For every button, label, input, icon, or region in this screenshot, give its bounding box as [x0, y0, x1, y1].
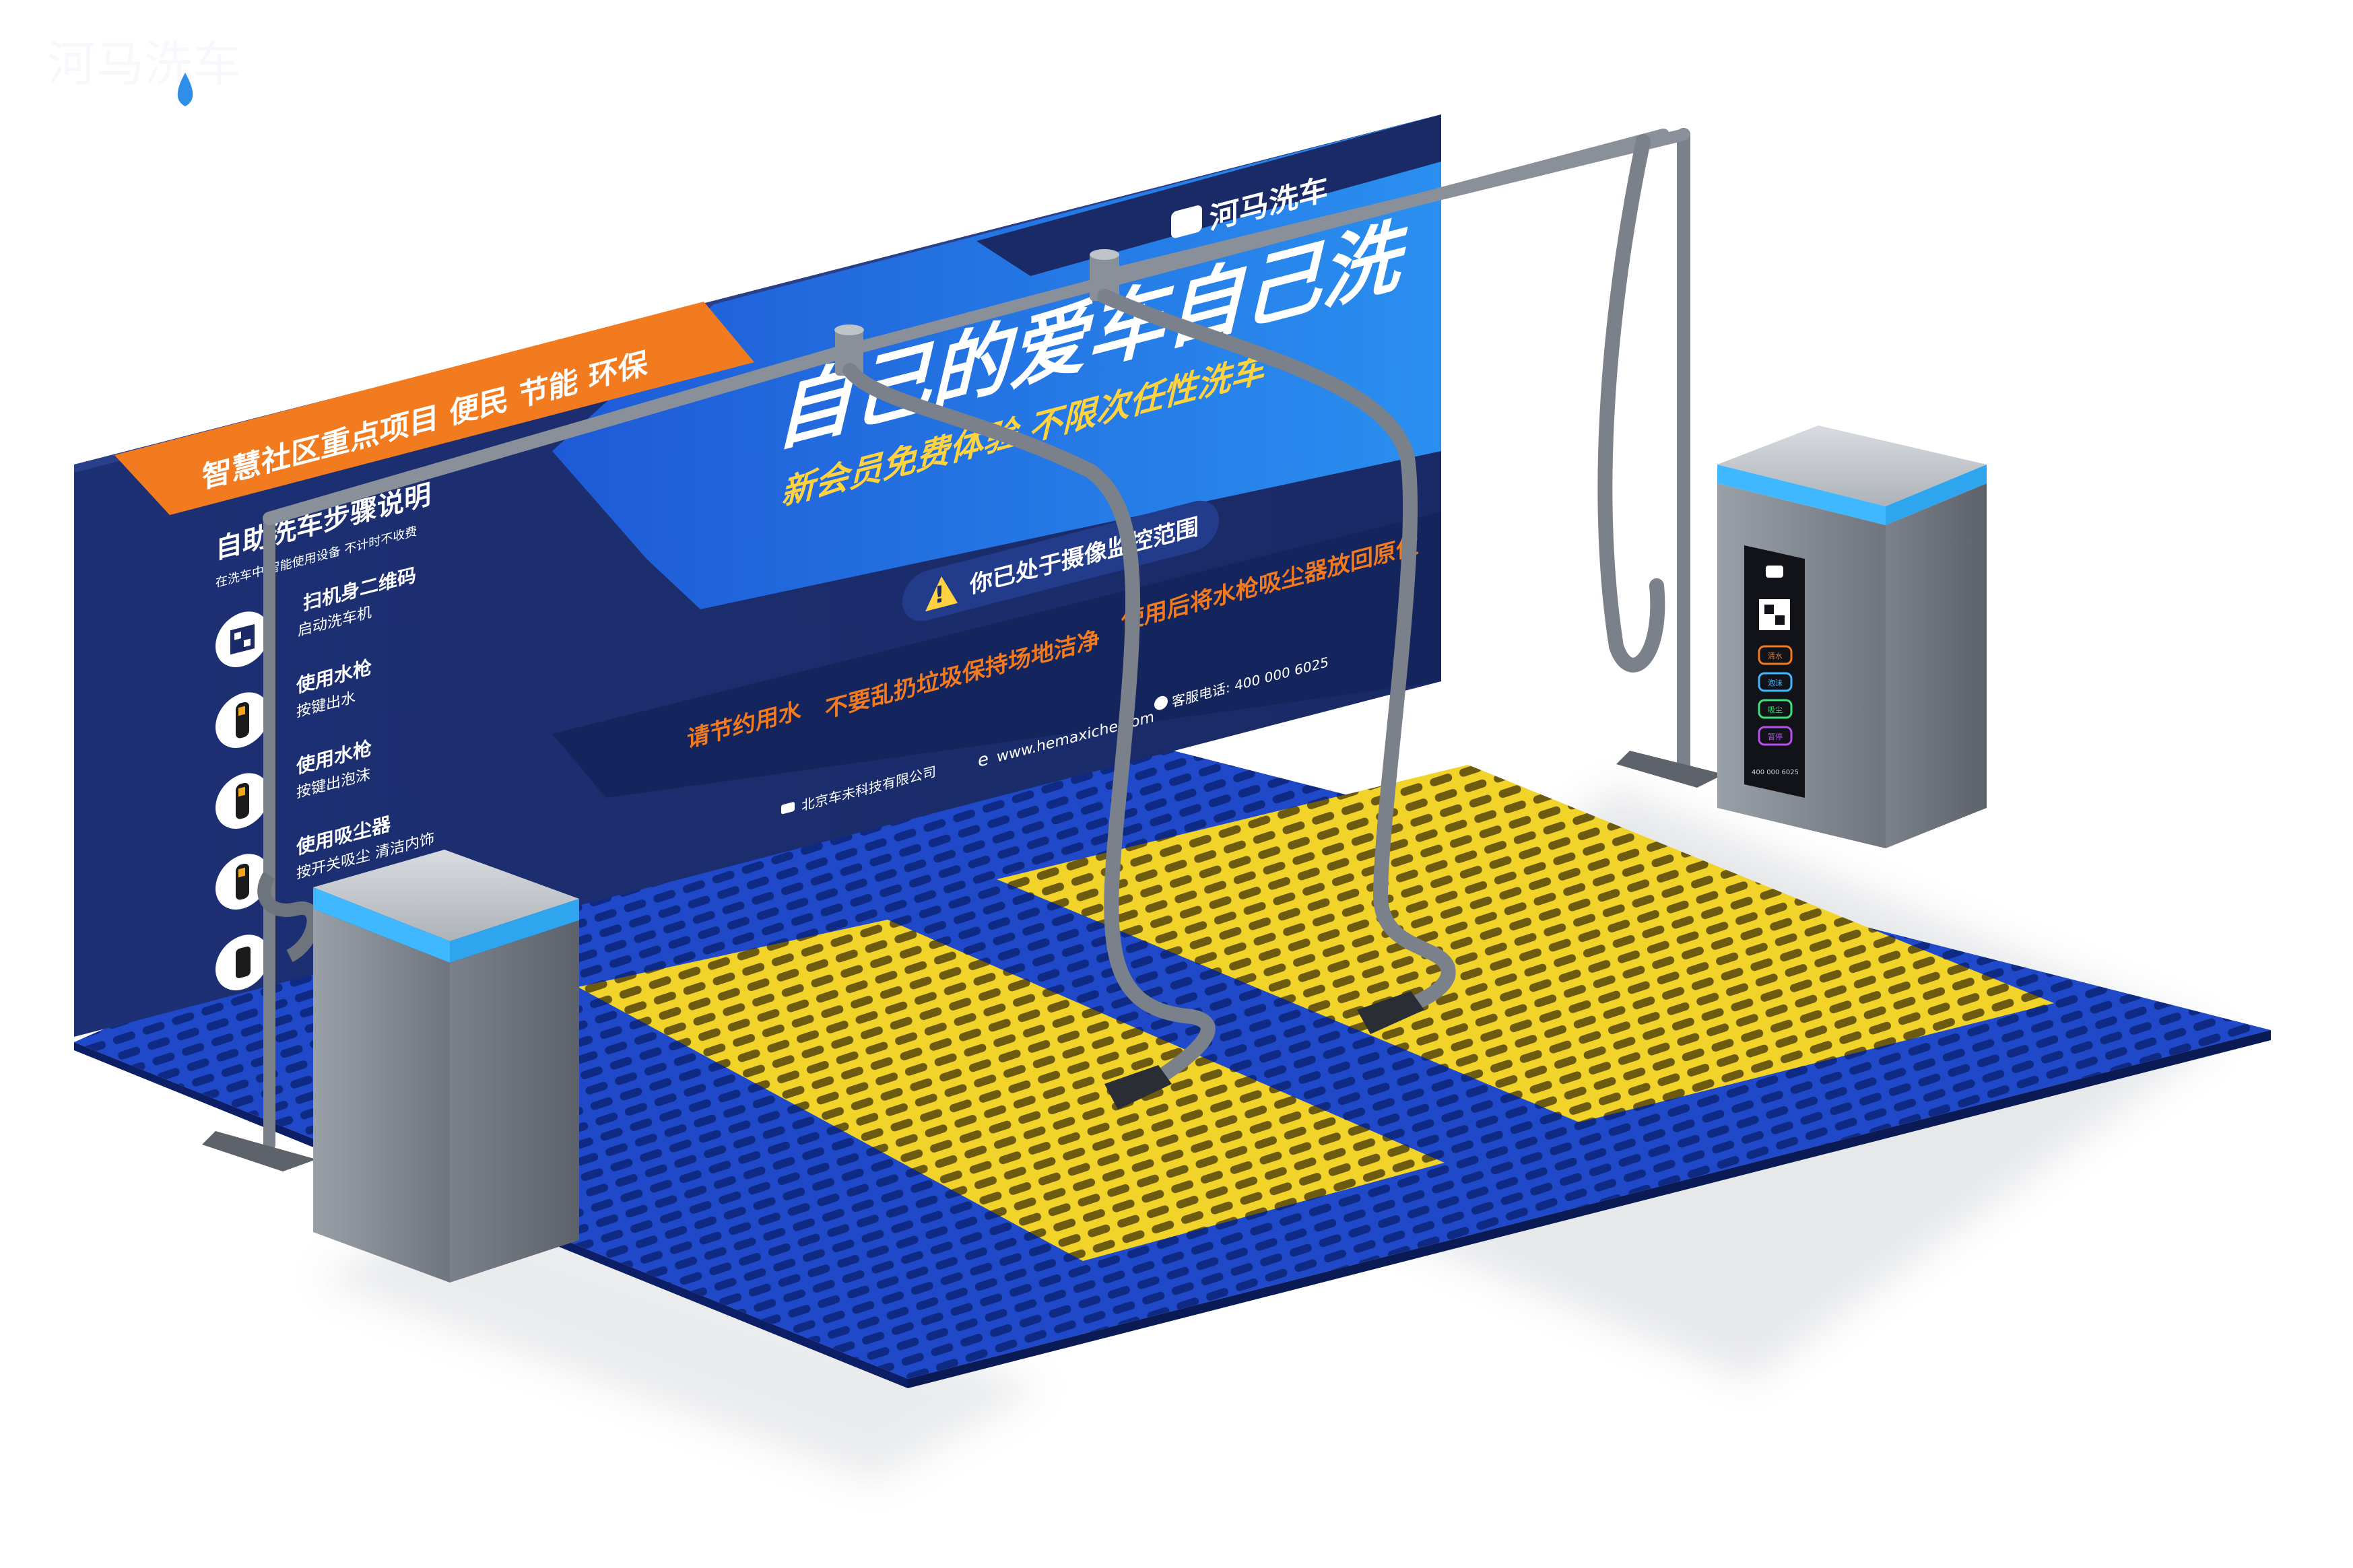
kiosk-button-pause[interactable]	[1758, 726, 1793, 746]
water-drop-icon	[177, 73, 193, 106]
watermark-logo: 河马洗车	[47, 36, 241, 92]
warning-icon	[925, 576, 958, 612]
wash-bay-mat-right	[997, 765, 2054, 1122]
kiosk-control-panel[interactable]: 清水 泡沫 吸尘 暂停 400 000 6025	[1744, 545, 1805, 798]
phone-icon	[1154, 695, 1168, 710]
kiosk-qr-code-icon[interactable]	[1759, 599, 1790, 630]
gantry	[202, 128, 1724, 1171]
vacuum-hose-left	[257, 871, 321, 962]
svg-text:暂停: 暂停	[1768, 732, 1783, 741]
svg-text:泡沫: 泡沫	[1768, 678, 1783, 687]
wash-machine-right[interactable]: 清水 泡沫 吸尘 暂停 400 000 6025	[1717, 425, 1987, 848]
rotary-swivel-right	[1090, 249, 1119, 301]
svg-text:清水: 清水	[1768, 652, 1783, 660]
kiosk-button-foam[interactable]	[1758, 672, 1793, 692]
wash-hose-right	[1097, 289, 1456, 1024]
browser-icon: e	[978, 748, 989, 772]
kiosk-logo-icon	[1766, 566, 1783, 578]
svg-text:河马洗车: 河马洗车	[47, 36, 241, 92]
car-logo-icon	[1171, 205, 1202, 238]
rotary-swivel-left	[834, 325, 864, 376]
spray-nozzle-right	[1357, 991, 1424, 1034]
wash-machine-left[interactable]	[313, 850, 579, 1283]
wash-hose-left	[842, 363, 1216, 1098]
car-small-icon	[781, 802, 795, 815]
svg-text:吸尘: 吸尘	[1768, 706, 1783, 714]
kiosk-buttons[interactable]: 清水 泡沫 吸尘 暂停	[1758, 645, 1793, 746]
wash-bay-mat-left	[578, 920, 1445, 1261]
spray-nozzle-left	[1104, 1065, 1172, 1110]
kiosk-button-vacuum[interactable]	[1758, 699, 1793, 719]
svg-text:!: !	[934, 580, 945, 609]
back-wall	[74, 114, 1441, 1037]
kiosk-footer: 400 000 6025	[1752, 769, 1799, 776]
kiosk-button-water[interactable]	[1758, 645, 1793, 665]
